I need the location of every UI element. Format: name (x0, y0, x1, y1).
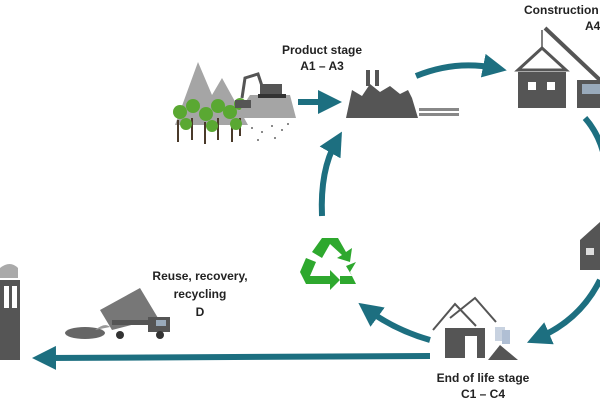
arrow-construction-to-use (582, 116, 600, 153)
construction-stage-label: Construction A4 (524, 2, 600, 34)
dump-truck-icon (65, 288, 170, 339)
construction-stage-code: A4 (585, 19, 600, 33)
arrow-end-of-life-to-disposal (32, 345, 431, 370)
product-stage-code: A1 – A3 (300, 59, 344, 73)
construction-stage-title: Construction (524, 3, 599, 17)
arrow-product-to-construction (414, 53, 507, 79)
arrow-use-to-end-of-life (526, 278, 600, 345)
end-of-life-code: C1 – C4 (460, 387, 506, 400)
house-construction-icon (514, 30, 570, 108)
power-plant-icon (0, 264, 20, 360)
product-stage-label: Product stage A1 – A3 (262, 42, 382, 74)
arrow-end-of-life-to-recycle (358, 302, 431, 343)
factory-icon (346, 70, 459, 118)
product-stage-title: Product stage (281, 43, 362, 57)
trees-icon (173, 98, 246, 144)
end-of-life-label: End of life stage C1 – C4 (423, 370, 543, 400)
reuse-label: Reuse, recovery, recycling D (140, 267, 260, 321)
reuse-line1: Reuse, recovery, (152, 269, 248, 283)
crane-truck-icon (543, 26, 600, 108)
excavator-icon (235, 72, 296, 141)
house-icon (580, 222, 600, 270)
recycle-icon (300, 238, 356, 290)
arrow-recycle-to-product (318, 131, 342, 217)
reuse-code: D (195, 305, 205, 319)
demolition-icon (432, 296, 518, 360)
reuse-line2: recycling (173, 287, 227, 301)
end-of-life-title: End of life stage (436, 371, 530, 385)
